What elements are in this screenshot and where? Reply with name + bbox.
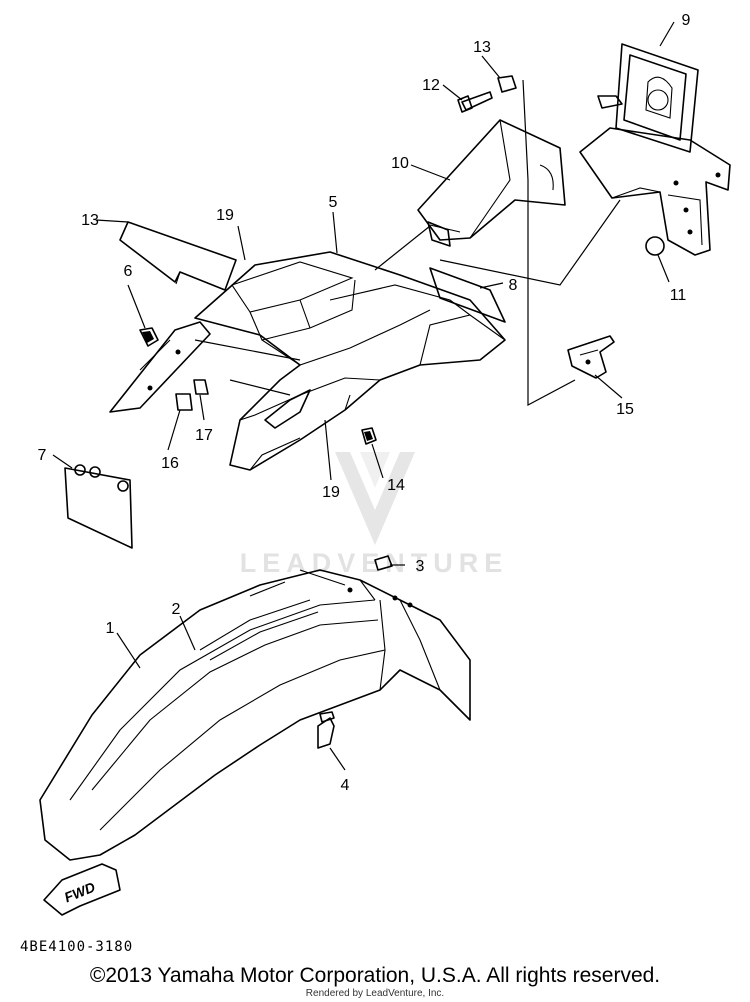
tail-light-bracket[interactable] xyxy=(579,127,731,256)
callout-5: 5 xyxy=(329,194,338,211)
bracket-15[interactable] xyxy=(567,335,615,379)
callout-15: 15 xyxy=(616,401,634,418)
tail-light-lens[interactable] xyxy=(597,43,699,153)
callout-13-top: 13 xyxy=(473,39,491,56)
reflector-8[interactable] xyxy=(429,267,506,323)
bolt-12[interactable] xyxy=(457,91,493,113)
watermark-text: LEADVENTURE xyxy=(240,548,509,578)
collar-16[interactable] xyxy=(175,393,193,411)
leader-lines xyxy=(52,21,675,771)
front-fender[interactable] xyxy=(39,569,471,861)
callout-10: 10 xyxy=(391,155,409,172)
callout-14: 14 xyxy=(387,477,405,494)
leadventure-watermark: LEADVENTURE xyxy=(240,452,509,578)
rear-fender[interactable] xyxy=(194,251,506,471)
fender-bracket-left[interactable] xyxy=(109,321,211,413)
callout-3: 3 xyxy=(416,558,425,575)
damper-17[interactable] xyxy=(193,379,209,395)
callout-6: 6 xyxy=(124,263,133,280)
flap-plate-13[interactable] xyxy=(119,221,237,291)
rendered-by-credit: Rendered by LeadVenture, Inc. xyxy=(305,988,445,999)
callout-8: 8 xyxy=(509,277,518,294)
callout-9: 9 xyxy=(682,12,691,29)
callout-16: 16 xyxy=(161,455,179,472)
tail-light-stay[interactable] xyxy=(417,119,566,247)
license-plate-7[interactable] xyxy=(64,464,133,549)
callout-13-left: 13 xyxy=(81,212,99,229)
screw-14[interactable] xyxy=(361,427,377,445)
forward-arrow-icon: FWD xyxy=(43,863,121,916)
document-code: 4BE4100-3180 xyxy=(20,939,133,955)
callout-17: 17 xyxy=(195,427,213,444)
screw-6[interactable] xyxy=(139,327,159,347)
bolt-4[interactable] xyxy=(317,711,335,749)
callout-12: 12 xyxy=(422,77,440,94)
callout-7: 7 xyxy=(38,447,47,464)
callout-labels: 1 2 3 4 5 6 7 8 9 10 11 12 13 13 14 15 1… xyxy=(38,12,691,794)
grommet[interactable] xyxy=(645,236,665,256)
callout-19-top: 19 xyxy=(216,207,234,224)
callout-19-bottom: 19 xyxy=(322,484,340,501)
callout-11: 11 xyxy=(670,287,687,304)
fender-bracket-right[interactable] xyxy=(264,389,311,429)
copyright-notice: ©2013 Yamaha Motor Corporation, U.S.A. A… xyxy=(89,964,661,987)
nut-3[interactable] xyxy=(374,555,393,571)
nut-13-top[interactable] xyxy=(497,75,517,93)
callout-1: 1 xyxy=(106,620,115,637)
callout-4: 4 xyxy=(341,777,350,794)
callout-2: 2 xyxy=(172,601,181,618)
